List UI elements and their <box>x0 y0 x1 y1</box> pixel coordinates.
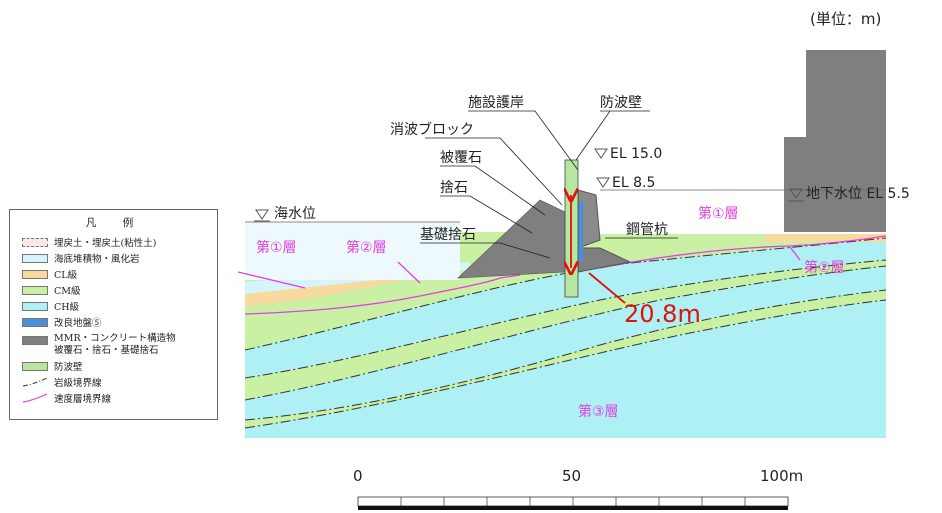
legend-title: 凡 例 <box>85 217 142 229</box>
label-el15: EL 15.0 <box>610 146 662 162</box>
label-layer1-left: 第①層 <box>256 239 297 256</box>
legend-item-backfill: 埋戻土・埋戻土(粘性土) <box>22 236 156 249</box>
swatch <box>22 237 48 247</box>
swatch <box>22 336 48 345</box>
legend-item-sediment: 海底堆積物・風化岩 <box>22 252 140 265</box>
scale-bar-fill <box>358 506 788 510</box>
label-groundwater: 地下水位 EL 5.5 <box>806 186 910 202</box>
swatch <box>22 301 48 311</box>
legend-item-improved: 改良地盤⑤ <box>22 316 102 329</box>
label-dimension: 20.8m <box>624 300 701 328</box>
scale-label-0: 0 <box>353 467 363 485</box>
label-armor-stone: 被覆石 <box>440 150 482 166</box>
legend: 凡 例 埋戻土・埋戻土(粘性土) 海底堆積物・風化岩 CL級 CM級 CH級 改… <box>9 209 218 420</box>
label-wave-block: 消波ブロック <box>390 121 474 138</box>
label-rubble: 捨石 <box>440 179 468 196</box>
swatch <box>22 317 48 327</box>
swatch <box>22 269 48 279</box>
label-layer2-left: 第②層 <box>346 239 387 256</box>
legend-item-cm: CM級 <box>22 284 81 297</box>
label-foundation-rubble: 基礎捨石 <box>420 226 476 243</box>
improved-ground <box>575 202 583 262</box>
ch-rock-band-2 <box>245 266 886 420</box>
ch-rock-band-3 <box>245 300 886 438</box>
sea-water <box>245 222 460 280</box>
label-facility-revetment: 施設護岸 <box>468 95 524 111</box>
dimension-leader <box>588 272 626 304</box>
scale-label-100: 100m <box>760 467 803 485</box>
velocity-boundary-1 <box>244 274 521 315</box>
magenta-line-icon <box>22 393 48 403</box>
legend-item-cl: CL級 <box>22 268 77 281</box>
velocity-boundary-2 <box>599 235 887 269</box>
legend-item-ch: CH級 <box>22 300 79 313</box>
ch-rock-band-1 <box>245 238 886 378</box>
cl-rock-band-right <box>765 233 886 242</box>
swatch <box>22 285 48 295</box>
label-steel-pipe-pile: 鋼管杭 <box>626 222 668 238</box>
legend-item-concrete: MMR・コンクリート構造物被覆石・捨石・基礎捨石 <box>22 333 176 357</box>
swatch <box>22 253 48 263</box>
label-sea-level: 海水位 <box>274 206 316 222</box>
dashed-line-icon <box>22 377 48 387</box>
unit-note: (単位：m) <box>810 10 881 28</box>
label-layer2-right: 第②層 <box>804 259 845 276</box>
legend-item-breakwater: 防波壁 <box>22 360 83 373</box>
label-el85: EL 8.5 <box>612 175 655 191</box>
swatch <box>22 361 48 371</box>
label-breakwater-wall: 防波壁 <box>600 95 642 111</box>
legend-item-velocity-boundary: 速度層境界線 <box>22 392 111 405</box>
backland-building <box>784 50 886 232</box>
label-layer3: 第③層 <box>578 403 619 420</box>
scale-label-50: 50 <box>562 467 581 485</box>
label-layer1-right: 第①層 <box>698 205 739 222</box>
legend-item-rock-boundary: 岩級境界線 <box>22 376 102 389</box>
